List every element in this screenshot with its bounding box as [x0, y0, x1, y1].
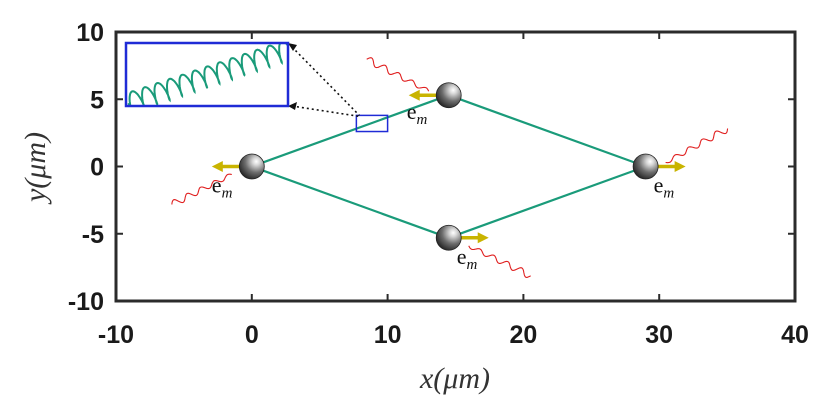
y-axis-label-text: y(μm)	[19, 132, 52, 205]
emission-wave-right	[665, 128, 729, 164]
y-tick-label: -5	[82, 221, 104, 249]
recoil-arrows	[211, 89, 686, 244]
y-tick-label: -10	[68, 288, 104, 316]
zoom-arrowhead-top	[288, 43, 297, 51]
x-tick-label: 0	[245, 321, 259, 349]
recoil-arrow-head-top	[408, 89, 420, 101]
spring-bottom-left	[251, 165, 450, 239]
mass-spheres	[238, 82, 659, 251]
zoom-connector-top	[291, 46, 360, 116]
x-tick-label: 40	[781, 321, 809, 349]
inset-frame	[124, 41, 290, 108]
x-tick-label: -10	[98, 321, 134, 349]
emission-label-right: em	[654, 173, 675, 202]
spring-right-bottom	[448, 165, 646, 239]
x-axis-label: x(μm)	[419, 362, 490, 395]
emission-wave-bottom	[468, 245, 531, 278]
recoil-arrow-head-bottom	[477, 232, 489, 244]
emission-wave-top	[366, 57, 430, 92]
connection-springs	[251, 94, 646, 239]
emission-label-top: em	[407, 99, 428, 128]
y-axis-label: y(μm)	[19, 132, 52, 205]
y-axis-ticks: 10 5 0 -5 -10	[68, 19, 795, 316]
emission-waves	[171, 57, 729, 278]
x-tick-label: 10	[374, 321, 402, 349]
inset-spring-coil	[127, 43, 288, 106]
x-tick-label: 30	[645, 321, 673, 349]
zoom-arrowhead-bottom	[288, 102, 297, 110]
inset-zoom	[124, 41, 290, 108]
x-axis-label-text: x(μm)	[419, 362, 490, 395]
mass-sphere-bottom	[435, 224, 462, 251]
recoil-arrow-head-left	[211, 161, 223, 172]
emission-labels: em em em em	[212, 99, 675, 273]
zoom-region-box	[355, 114, 389, 133]
spring-left-top	[251, 94, 450, 168]
emission-label-bottom: em	[457, 244, 478, 273]
inset-background	[126, 43, 288, 106]
spring-top-right	[448, 94, 646, 168]
y-tick-label: 5	[90, 86, 104, 114]
mass-sphere-top	[435, 82, 462, 109]
mass-sphere-right	[632, 153, 659, 180]
x-tick-label: 20	[509, 321, 537, 349]
zoom-connector-bottom	[291, 105, 360, 118]
x-axis-ticks: -10 0 10 20 30 40	[98, 32, 809, 349]
recoil-arrow-head-right	[674, 161, 686, 172]
mass-sphere-left	[238, 153, 265, 180]
y-tick-label: 10	[76, 19, 104, 47]
emission-wave-left	[171, 173, 232, 205]
emission-label-left: em	[212, 173, 233, 202]
y-tick-label: 0	[90, 154, 104, 182]
